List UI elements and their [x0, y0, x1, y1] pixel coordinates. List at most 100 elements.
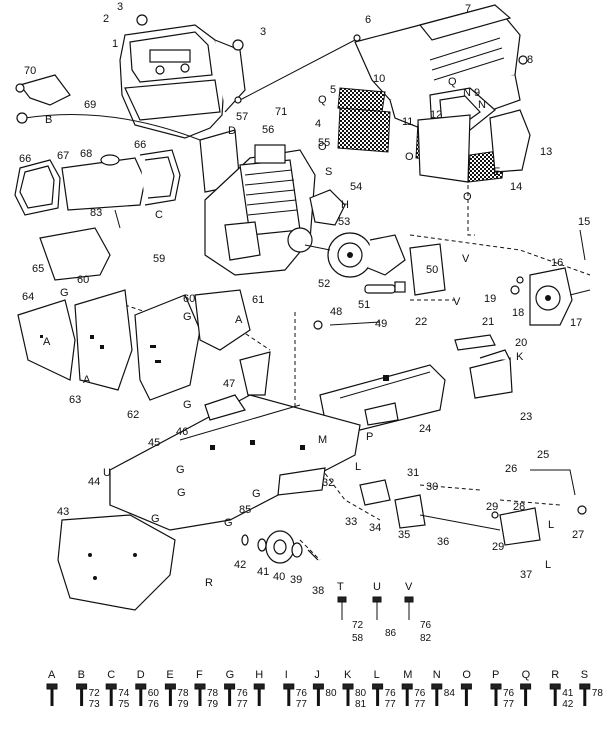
legend-item-J: J80 [312, 669, 337, 706]
callout-85: 85 [239, 504, 251, 516]
callout-28: 28 [513, 501, 525, 513]
callout-36: 36 [437, 536, 449, 548]
tag-G7: G [224, 517, 233, 529]
callout-42: 42 [234, 559, 246, 571]
legend-ref-K-1: 81 [355, 699, 367, 710]
fastener-icon [401, 683, 413, 690]
legend-letter-Q: Q [522, 669, 531, 681]
tag-G2: G [183, 311, 192, 323]
callout-60b: 60 [183, 293, 195, 305]
legend-ref-C-0: 74 [118, 688, 130, 699]
legend-ref-D-1: 76 [148, 699, 160, 710]
fastener-icon [164, 683, 176, 690]
legend-letter-I: I [285, 669, 288, 681]
legend-letter-H: H [255, 669, 263, 681]
callout-29b: 29 [492, 541, 504, 553]
callout-14: 14 [510, 181, 522, 193]
legend-item-Q: Q [520, 669, 532, 706]
callout-19: 19 [484, 293, 496, 305]
legend-V-ref1: 76 [420, 620, 432, 631]
callout-21: 21 [482, 316, 494, 328]
tag-G3: G [183, 399, 192, 411]
legend-item-A: A [46, 669, 58, 706]
legend-ref-M-0: 76 [414, 688, 426, 699]
callout-8: 8 [527, 54, 533, 66]
callout-44: 44 [88, 476, 100, 488]
legend-ref-I-0: 76 [296, 688, 308, 699]
tag-L1: L [355, 461, 361, 473]
callout-35: 35 [398, 529, 410, 541]
legend-letter-B: B [78, 669, 85, 681]
belt-guard [364, 243, 446, 296]
callout-41: 41 [257, 566, 269, 578]
callout-37: 37 [520, 569, 532, 581]
callout-71: 71 [275, 106, 287, 118]
tag-U-legend: U [373, 581, 381, 593]
callout-61: 61 [252, 294, 264, 306]
callout-15: 15 [578, 216, 590, 228]
tag-Q1: Q [318, 94, 327, 106]
callout-29a: 29 [486, 501, 498, 513]
throttle-cable [234, 34, 361, 104]
tag-G5: G [177, 487, 186, 499]
callout-3: 3 [117, 1, 123, 13]
legend-ref-F-0: 78 [207, 688, 219, 699]
legend-letter-S: S [581, 669, 588, 681]
callout-39: 39 [290, 574, 302, 586]
callout-48: 48 [330, 306, 342, 318]
callout-6: 6 [365, 14, 371, 26]
legend-letter-D: D [137, 669, 145, 681]
callout-1: 1 [112, 38, 118, 50]
tag-V-legend: V [405, 581, 413, 593]
tag-L3: L [545, 559, 551, 571]
legend-letter-A: A [48, 669, 56, 681]
fastener-icon [549, 683, 561, 690]
fastener-icon [490, 683, 502, 690]
legend-letter-E: E [166, 669, 173, 681]
seat-support [319, 364, 446, 431]
callout-46: 46 [176, 426, 188, 438]
callout-57: 57 [236, 111, 248, 123]
tag-A2: A [83, 374, 91, 386]
legend-item-O: O [460, 669, 472, 706]
legend-ref-B-1: 73 [89, 699, 101, 710]
tag-D: D [228, 125, 236, 137]
small-hardware-legend: 72 58 U 86 V 76 82 [337, 581, 432, 644]
tag-O1: O [405, 151, 414, 163]
tag-O2: O [463, 191, 472, 203]
callout-labels: 1 2 3 3 4 5 6 7 8 9 10 11 12 13 14 15 16… [19, 1, 590, 597]
tag-N1: N [463, 87, 471, 99]
fastener-icon [312, 683, 324, 690]
tag-A3: A [235, 314, 243, 326]
legend-letter-O: O [462, 669, 471, 681]
fastener-icon [76, 683, 88, 690]
legend-letter-M: M [403, 669, 412, 681]
fastener-icon [224, 683, 236, 690]
legend-letter-K: K [344, 669, 352, 681]
idler-pulley [241, 530, 319, 564]
legend-ref-E-1: 79 [177, 699, 189, 710]
callout-22: 22 [415, 316, 427, 328]
callout-65: 65 [32, 263, 44, 275]
tag-M: M [318, 434, 327, 446]
callout-40: 40 [273, 571, 285, 583]
callout-56: 56 [262, 124, 274, 136]
steering-linkage [359, 469, 587, 546]
letter-tags: A A A B C D E G G G G G G G G H K L L L … [43, 76, 554, 593]
tag-G4: G [176, 464, 185, 476]
fastener-icon [194, 683, 206, 690]
callout-52: 52 [318, 278, 330, 290]
callout-59: 59 [153, 253, 165, 265]
fastener-icon [431, 683, 443, 690]
legend-V-ref2: 82 [420, 633, 432, 644]
callout-54: 54 [350, 181, 362, 193]
tag-H: H [341, 199, 349, 211]
